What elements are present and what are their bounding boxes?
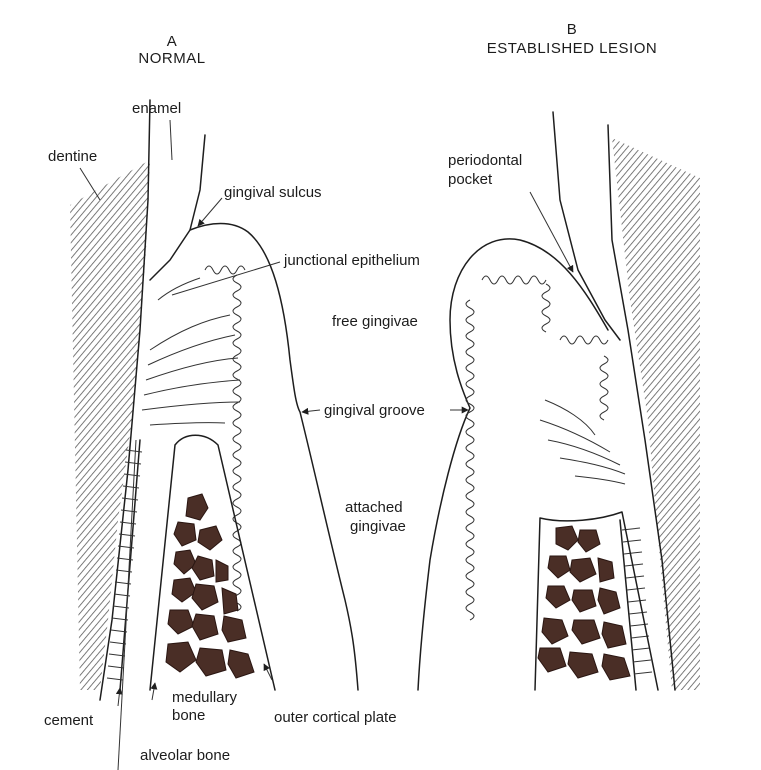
label-gingival-sulcus: gingival sulcus	[224, 184, 322, 201]
pocket-epithelium-finger	[559, 335, 609, 421]
dentine-region-b	[612, 138, 700, 690]
collagen-fibres-b	[539, 399, 626, 485]
label-gingival-groove: gingival groove	[324, 402, 425, 419]
tooth-surface-b	[607, 124, 676, 691]
alveolar-bone-leader	[117, 439, 137, 770]
gingival-groove-arrow-a	[301, 407, 321, 415]
panel-b-letter: B	[567, 21, 578, 38]
panel-a-title: NORMAL	[138, 50, 205, 67]
panel-a-letter: A	[167, 33, 178, 50]
gingival-sulcus-arrow	[197, 197, 223, 227]
enamel-edge-b	[552, 111, 621, 341]
dentine-region-a	[70, 160, 150, 690]
label-junctional-epithelium: junctional epithelium	[283, 252, 420, 269]
label-cement: cement	[44, 712, 94, 729]
outer-cortical-arrow	[263, 663, 273, 681]
alveolar-crest-b	[534, 511, 659, 691]
label-periodontal-pocket-1: periodontal	[448, 152, 522, 169]
panel-lesion	[417, 111, 700, 691]
tooth-surface-a	[99, 99, 151, 701]
cementum-hatch-a	[106, 449, 143, 681]
dentine-leader	[79, 167, 101, 201]
panel-b-title: ESTABLISHED LESION	[487, 40, 657, 57]
label-dentine: dentine	[48, 148, 97, 165]
label-alveolar-bone: alveolar bone	[140, 747, 230, 764]
label-outer-cortical-plate: outer cortical plate	[274, 709, 397, 726]
label-medullary-bone-2: bone	[172, 707, 205, 724]
label-periodontal-pocket-2: pocket	[448, 171, 493, 188]
bone-trabeculae-a	[165, 493, 255, 679]
label-medullary-bone-1: medullary	[172, 689, 238, 706]
label-enamel: enamel	[132, 100, 181, 117]
gingiva-outline-b	[417, 238, 609, 691]
medullary-bone-arrow	[150, 682, 158, 701]
junctional-epithelium-leader	[171, 261, 281, 296]
collagen-fibres-a	[141, 277, 241, 426]
epithelium-wavy-b	[465, 275, 551, 621]
label-free-gingivae: free gingivae	[332, 313, 418, 330]
label-attached-gingivae-1: attached	[345, 499, 403, 516]
gingiva-outline-a	[189, 222, 359, 691]
cement-arrow	[115, 687, 123, 707]
bone-trabeculae-b	[537, 525, 631, 681]
cementum-a	[119, 439, 141, 691]
alveolar-crest-a	[149, 434, 276, 691]
enamel-leader	[169, 119, 173, 161]
periodontal-pocket-arrow	[529, 191, 574, 273]
epithelium-wavy-a	[204, 265, 246, 612]
cementum-hatch-b	[621, 527, 653, 675]
enamel-edge-a	[149, 134, 206, 281]
panel-normal	[70, 99, 359, 770]
label-attached-gingivae-2: gingivae	[350, 518, 406, 535]
